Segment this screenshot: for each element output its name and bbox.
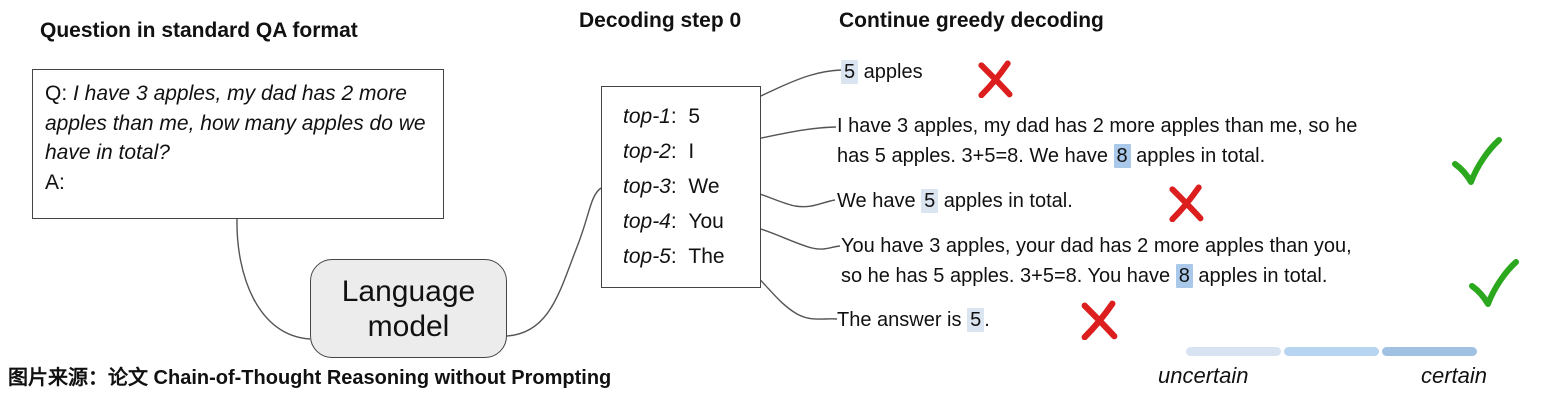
decode-row: top-1: 5 <box>602 99 760 134</box>
decode-row: top-5: The <box>602 240 760 275</box>
decode-rank-label: top-4 <box>623 210 671 234</box>
language-model-label: Language model <box>341 274 476 343</box>
continuation-item: We have 5 apples in total. <box>837 186 1073 216</box>
continuation-text: apples <box>858 61 923 83</box>
incorrect-mark <box>1078 298 1120 345</box>
continuation-item: 5 apples <box>841 57 923 87</box>
continuation-item: The answer is 5. <box>837 305 990 335</box>
continuation-item: You have 3 apples, your dad has 2 more a… <box>841 231 1352 291</box>
continuation-text: The answer is <box>837 309 968 331</box>
decode-rank-label: top-3 <box>623 174 671 198</box>
cross-icon <box>1081 300 1118 341</box>
question-text: I have 3 apples, my dad has 2 more apple… <box>45 82 426 164</box>
connector-model-to-decode <box>505 187 602 337</box>
continuation-line: I have 3 apples, my dad has 2 more apple… <box>837 111 1357 141</box>
decode-token: I <box>688 139 695 163</box>
continuation-line: The answer is 5. <box>837 305 990 335</box>
continuation-text: has 5 apples. 3+5=8. We have <box>837 145 1114 167</box>
decode-row: top-2: I <box>602 134 760 169</box>
continuation-text: You have 3 apples, your dad has 2 more a… <box>841 235 1352 257</box>
correct-mark <box>1450 136 1502 193</box>
continuation-item: I have 3 apples, my dad has 2 more apple… <box>837 111 1357 171</box>
check-icon <box>1452 137 1502 185</box>
heading-question-format: Question in standard QA format <box>40 19 358 42</box>
heading-decoding-step: Decoding step 0 <box>579 9 742 32</box>
legend-label-uncertain: uncertain <box>1158 363 1249 388</box>
decode-token: 5 <box>688 104 701 128</box>
decode-rank-label: top-5 <box>623 245 671 269</box>
question-a-label: A: <box>45 170 65 194</box>
highlighted-token-uncertain: 5 <box>841 60 859 84</box>
decode-rank-label: top-2 <box>623 139 671 163</box>
decode-separator: : <box>670 104 689 128</box>
legend-label-certain: certain <box>1421 363 1488 388</box>
decode-separator: : <box>670 139 689 163</box>
continuation-text: apples in total. <box>938 190 1073 212</box>
continuation-text: apples in total. <box>1192 265 1328 287</box>
decode-row: top-4: You <box>602 205 760 240</box>
incorrect-mark <box>975 58 1015 103</box>
continuation-text: I have 3 apples, my dad has 2 more apple… <box>837 115 1358 137</box>
continuation-line: 5 apples <box>841 57 923 87</box>
question-box: Q: I have 3 apples, my dad has 2 more ap… <box>32 69 444 219</box>
highlighted-token-uncertain: 5 <box>967 308 985 332</box>
decode-rank-label: top-1 <box>623 104 671 128</box>
continuation-line: We have 5 apples in total. <box>837 186 1073 216</box>
highlighted-token-certain: 8 <box>1175 264 1193 288</box>
question-q-label: Q: <box>45 82 68 105</box>
decode-separator: : <box>670 174 689 198</box>
legend-segment-3 <box>1382 347 1477 356</box>
image-source-caption: 图片来源：论文 Chain-of-Thought Reasoning witho… <box>8 367 612 389</box>
continuation-text: so he has 5 apples. 3+5=8. You have <box>841 265 1176 287</box>
connector-question-to-model <box>236 218 311 340</box>
incorrect-mark <box>1166 182 1206 227</box>
decode-separator: : <box>670 245 689 269</box>
decode-row: top-3: We <box>602 169 760 204</box>
highlighted-token-certain: 8 <box>1113 144 1131 168</box>
continuation-text: apples in total. <box>1130 145 1266 167</box>
continuation-text: . <box>984 309 990 331</box>
cross-icon <box>978 60 1013 99</box>
decode-token: The <box>688 245 725 269</box>
decode-token: We <box>688 174 720 198</box>
heading-continue-decoding: Continue greedy decoding <box>839 9 1104 32</box>
continuation-line: You have 3 apples, your dad has 2 more a… <box>841 231 1352 261</box>
decode-separator: : <box>670 210 689 234</box>
continuation-text: We have <box>837 190 922 212</box>
certainty-legend-bar <box>1186 347 1477 356</box>
check-icon <box>1469 259 1519 307</box>
legend-segment-1 <box>1186 347 1281 356</box>
language-model-box: Language model <box>310 259 507 358</box>
legend-segment-2 <box>1284 347 1379 356</box>
correct-mark <box>1467 258 1519 315</box>
highlighted-token-uncertain: 5 <box>921 189 939 213</box>
decode-token: You <box>688 210 724 234</box>
continuation-line: has 5 apples. 3+5=8. We have 8 apples in… <box>837 141 1357 171</box>
cross-icon <box>1169 184 1204 223</box>
continuation-line: so he has 5 apples. 3+5=8. You have 8 ap… <box>841 261 1352 291</box>
